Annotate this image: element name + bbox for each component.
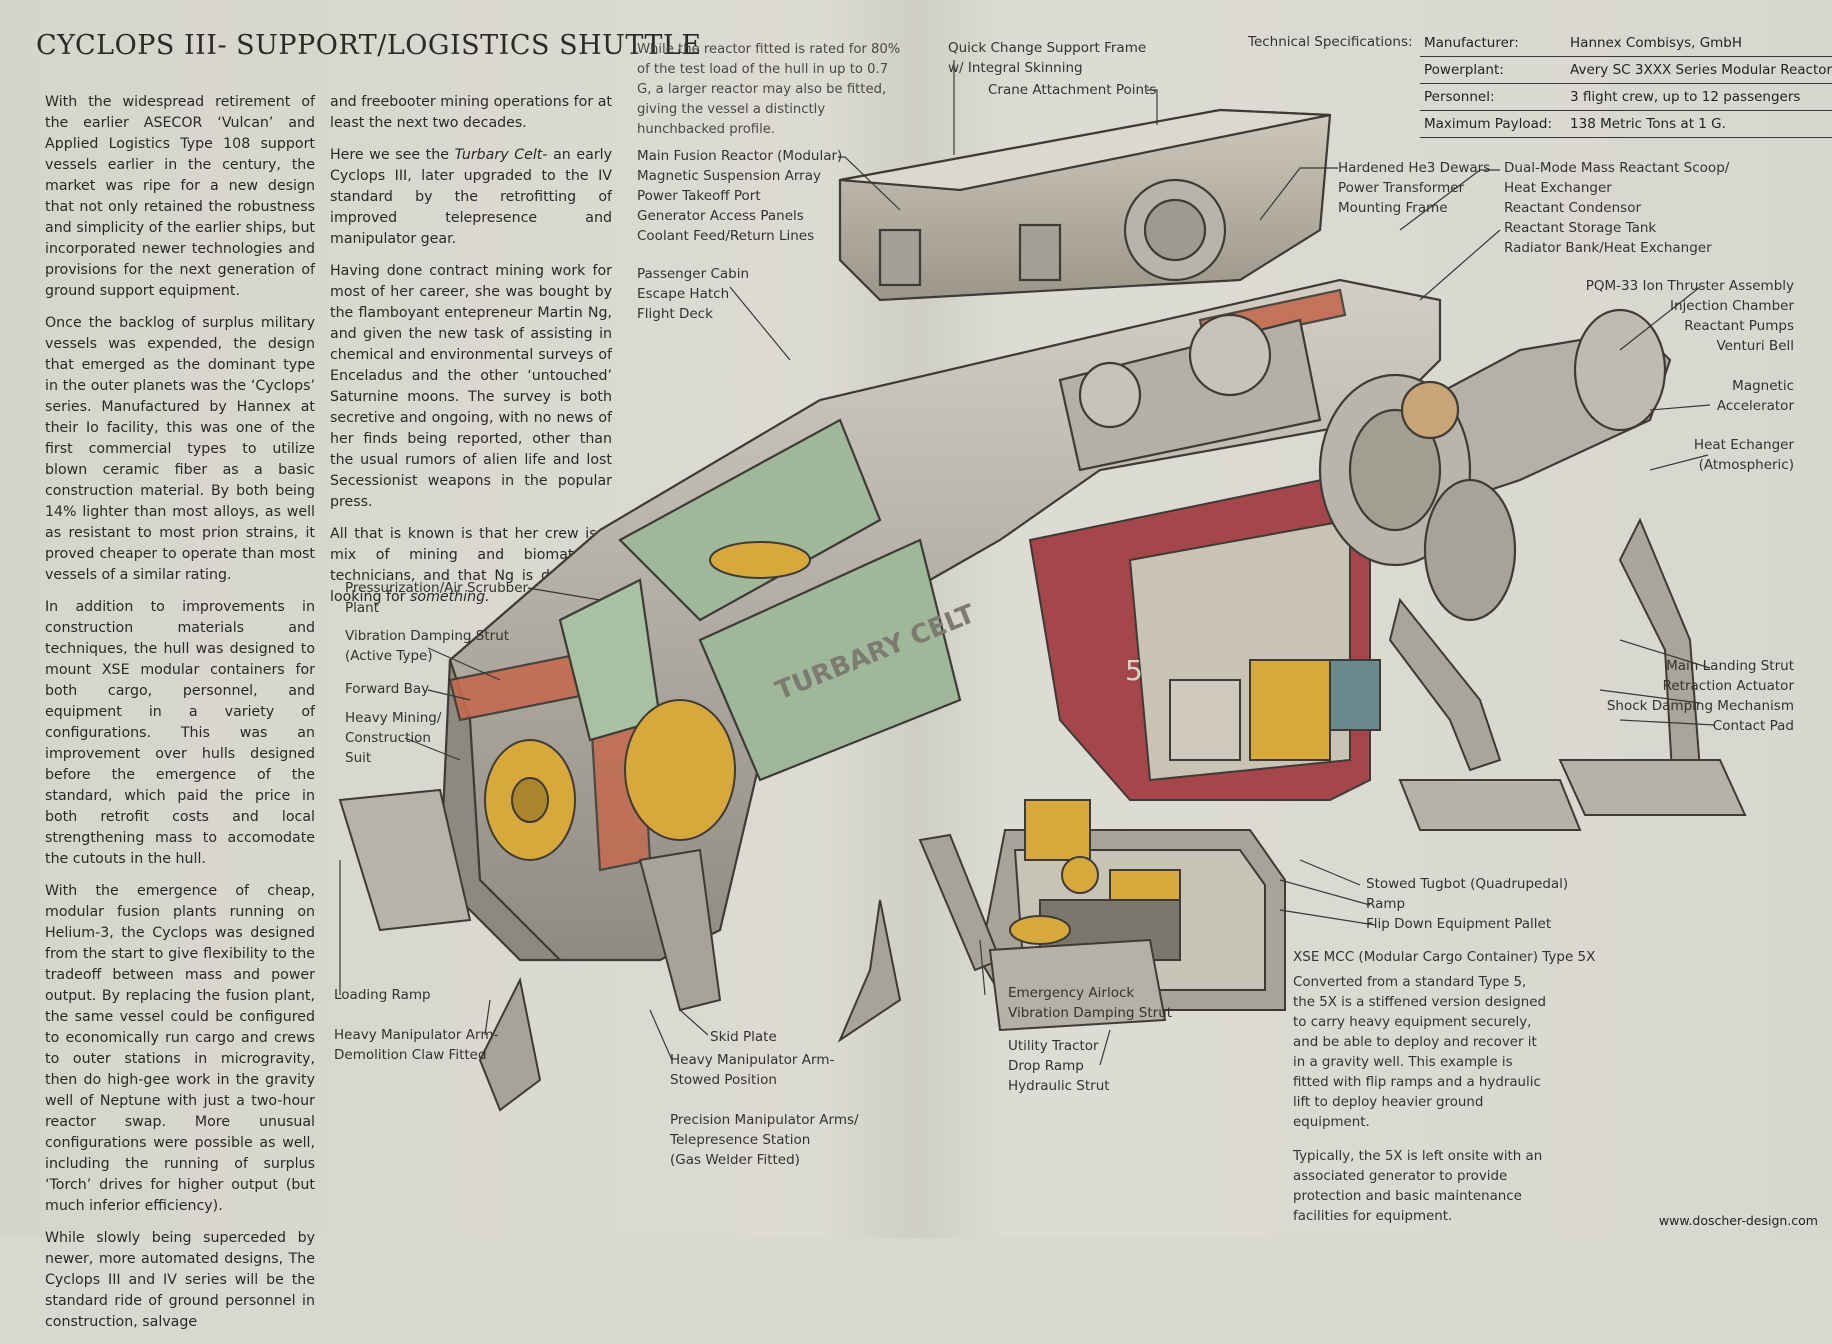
label-crane-points: Crane Attachment Points	[988, 82, 1157, 98]
hull-number: 5	[1125, 654, 1143, 687]
paragraph: Converted from a standard Type 5, the 5X…	[1293, 975, 1546, 1130]
ship-name-italic: Turbary Celt	[454, 147, 543, 163]
label-scoop-group: Dual-Mode Mass Reactant Scoop/Heat Excha…	[1504, 160, 1730, 256]
label-vibration-active: Vibration Damping Strut(Active Type)	[345, 628, 510, 664]
specs-table: Manufacturer:Hannex Combisys, GmbH Power…	[1420, 30, 1832, 138]
forward-bay-cargo	[484, 541, 811, 861]
mcc-description: Converted from a standard Type 5, the 5X…	[1293, 973, 1551, 1241]
paragraph: In addition to improvements in construct…	[45, 599, 315, 867]
label-heavy-arm-claw: Heavy Manipulator Arm-Demolition Claw Fi…	[334, 1027, 499, 1063]
paragraph: With the emergence of cheap, modular fus…	[45, 883, 315, 1214]
cargo-bay-section	[1028, 468, 1381, 801]
paragraph: With the widespread retirement of the ea…	[45, 94, 315, 299]
paragraph: While slowly being superceded by newer, …	[45, 1230, 315, 1330]
specs-row: Powerplant:Avery SC 3XXX Series Modular …	[1420, 56, 1832, 84]
specs-row: Manufacturer:Hannex Combisys, GmbH	[1420, 30, 1832, 57]
paragraph: and freebooter mining operations for at …	[330, 94, 612, 131]
paragraph: Typically, the 5X is left onsite with an…	[1293, 1149, 1543, 1224]
reactor-footnote: While the reactor fitted is rated for 80…	[637, 42, 901, 137]
label-skid-plate: Skid Plate	[710, 1029, 777, 1045]
paragraph: Here we see the Turbary Celt- an early C…	[330, 147, 612, 247]
top-reactor-pod	[838, 108, 1332, 302]
rear-landing-gear	[1388, 517, 1747, 831]
specs-row: Maximum Payload:138 Metric Tons at 1 G.	[1420, 110, 1832, 138]
mcc-heading: XSE MCC (Modular Cargo Container) Type 5…	[1293, 949, 1596, 965]
ion-thruster-assembly	[1318, 308, 1672, 622]
shuttle-cutaway-illustration: TURBARY CELT 5	[338, 60, 1747, 1112]
label-precision-group: Precision Manipulator Arms/Telepresence …	[670, 1112, 859, 1168]
paragraph: Having done contract mining work for mos…	[330, 263, 612, 510]
specs-label: Technical Specifications:	[1248, 34, 1413, 50]
website-credit: www.doscher-design.com	[1658, 1213, 1818, 1228]
label-loading-ramp: Loading Ramp	[334, 987, 431, 1003]
front-manipulator-arms	[338, 788, 1167, 1112]
specs-row: Personnel:3 flight crew, up to 12 passen…	[1420, 83, 1832, 111]
label-reactor-group: Main Fusion Reactor (Modular)Magnetic Su…	[637, 148, 843, 244]
label-heavy-arm-stowed: Heavy Manipulator Arm-Stowed Position	[670, 1052, 835, 1088]
paragraph: Once the backlog of surplus military ves…	[45, 315, 315, 583]
callout-leader-lines	[339, 60, 1716, 1066]
label-heat-exchanger-atmo: Heat Echanger(Atmospheric)	[1693, 437, 1794, 473]
label-forward-bay: Forward Bay	[345, 681, 430, 697]
page-title: CYCLOPS III- SUPPORT/LOGISTICS SHUTTLE	[36, 30, 702, 61]
